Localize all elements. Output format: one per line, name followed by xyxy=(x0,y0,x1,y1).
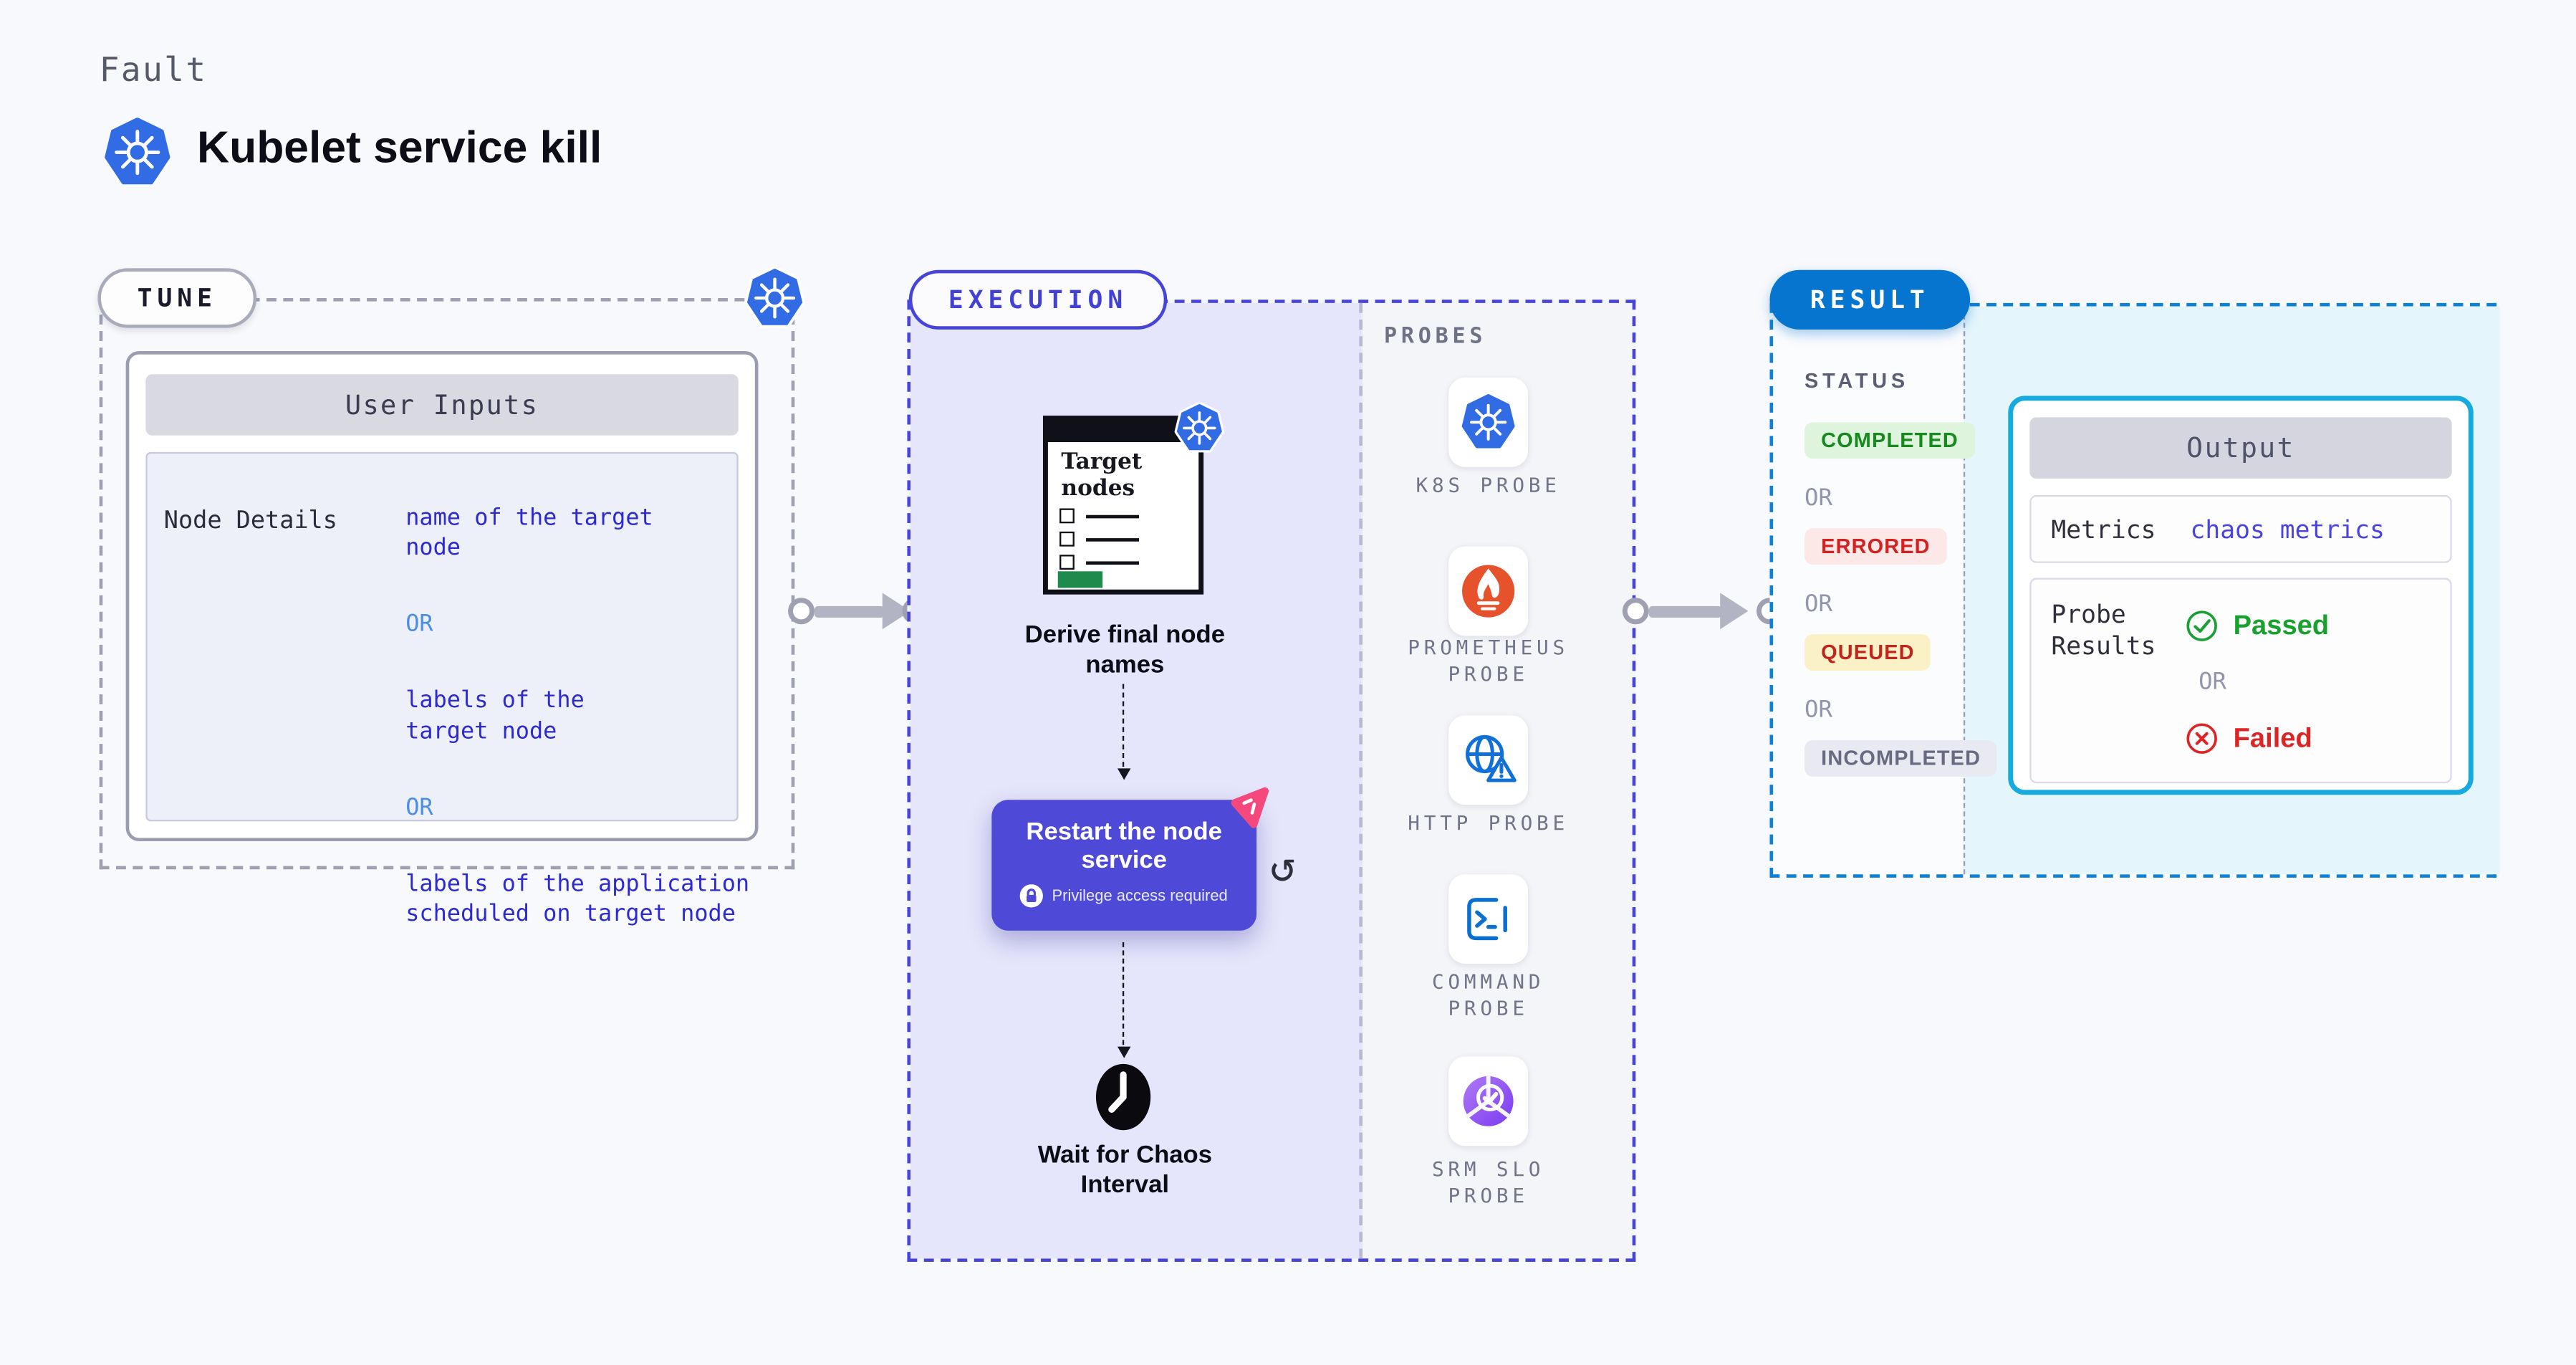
flow-dotted-line xyxy=(1122,942,1125,1045)
lock-icon xyxy=(1020,884,1044,908)
connector-arrowhead xyxy=(1720,592,1749,629)
privilege-note-label: Privilege access required xyxy=(1052,886,1228,905)
status-badge-queued: QUEUED xyxy=(1804,634,1931,671)
output-title: Output xyxy=(2186,432,2295,464)
user-inputs-title: User Inputs xyxy=(345,389,539,421)
status-title: STATUS xyxy=(1804,369,1910,393)
checkbox-row xyxy=(1059,555,1140,570)
output-card: Output Metrics chaos metrics Probe Resul… xyxy=(2008,396,2474,795)
prometheus-icon xyxy=(1462,565,1515,618)
chaos-pinwheel-icon xyxy=(1231,787,1269,828)
restart-node-service-card: Restart the node service Privilege acces… xyxy=(991,800,1257,931)
failed-label: Failed xyxy=(2233,722,2312,753)
status-badge-incompleted: INCOMPLETED xyxy=(1804,740,1998,777)
list-line xyxy=(1086,514,1140,518)
probe-label: PROMETHEUS PROBE xyxy=(1408,636,1570,685)
probe-card-k8s xyxy=(1448,377,1529,467)
list-line xyxy=(1086,560,1140,564)
metrics-value: chaos metrics xyxy=(2190,514,2385,545)
node-details-label: Node Details xyxy=(163,508,337,535)
list-line xyxy=(1086,537,1140,541)
execution-badge: EXECUTION xyxy=(908,269,1168,330)
probe-label: HTTP PROBE xyxy=(1408,811,1570,835)
checkbox-icon xyxy=(1059,531,1075,547)
or-label: OR xyxy=(1804,696,1833,724)
checkbox-row xyxy=(1059,508,1140,524)
clock-icon xyxy=(1095,1063,1151,1131)
status-badge-errored: ERRORED xyxy=(1804,528,1947,565)
or-label: OR xyxy=(2198,669,2227,696)
tune-badge: TUNE xyxy=(97,268,257,328)
or-label: OR xyxy=(405,794,433,821)
kubernetes-icon xyxy=(1174,402,1225,453)
flow-dotted-line xyxy=(1122,684,1125,767)
kubernetes-icon xyxy=(1461,394,1515,449)
status-badge-completed: COMPLETED xyxy=(1804,422,1976,459)
result-section: Output Metrics chaos metrics Probe Resul… xyxy=(1769,302,2500,878)
tune-section xyxy=(99,297,795,870)
tune-badge-label: TUNE xyxy=(137,283,217,313)
node-details-values: name of the target node OR labels of the… xyxy=(405,472,769,976)
node-details-value: labels of the application scheduled on t… xyxy=(405,870,750,928)
metrics-row: Metrics chaos metrics xyxy=(2029,495,2452,563)
user-inputs-card: User Inputs Node Details name of the tar… xyxy=(125,350,759,927)
result-badge-label: RESULT xyxy=(1810,284,1930,315)
checkbox-icon xyxy=(1059,508,1075,524)
connector-dot xyxy=(1622,598,1649,625)
connector-arrow xyxy=(1648,605,1722,617)
srm-slo-icon xyxy=(1463,1075,1514,1126)
x-circle-icon xyxy=(2186,723,2217,754)
or-label: OR xyxy=(405,610,433,638)
execution-section: Target nodes Derive final node names Res… xyxy=(907,300,1636,1263)
restart-card-title: Restart the node service xyxy=(1026,818,1222,875)
page-title: Kubelet service kill xyxy=(197,123,602,173)
probe-failed: Failed xyxy=(2186,722,2312,755)
target-card-title: Target nodes xyxy=(1061,449,1143,502)
checkbox-row xyxy=(1059,531,1140,547)
terminal-icon xyxy=(1467,898,1507,941)
kubernetes-icon xyxy=(105,118,170,185)
probe-label: K8S PROBE xyxy=(1416,473,1561,497)
wait-chaos-interval-step: Wait for Chaos Interval xyxy=(1037,1141,1213,1199)
probe-card-prometheus xyxy=(1448,546,1529,636)
passed-label: Passed xyxy=(2233,610,2330,641)
probe-label: SRM SLO PROBE xyxy=(1431,1157,1545,1207)
target-nodes-card: Target nodes xyxy=(1042,416,1204,595)
probes-divider xyxy=(1359,302,1363,1259)
or-label: OR xyxy=(1804,591,1833,618)
user-inputs-header: User Inputs xyxy=(145,374,739,436)
fault-eyebrow: Fault xyxy=(99,49,208,90)
reload-icon: ↺ xyxy=(1269,843,1296,893)
flow-arrowhead xyxy=(1116,1046,1130,1058)
output-header: Output xyxy=(2029,417,2452,479)
connector-arrow xyxy=(814,605,885,617)
target-card-titlebar xyxy=(1046,418,1201,443)
green-button-shape xyxy=(1057,571,1103,588)
result-output-panel: Output Metrics chaos metrics Probe Resul… xyxy=(1963,306,2500,875)
kubernetes-icon xyxy=(744,267,806,328)
result-badge: RESULT xyxy=(1769,269,1971,330)
probe-results-row: Probe Results Passed OR xyxy=(2029,578,2452,784)
node-details-value: labels of the target node xyxy=(405,687,585,744)
or-label: OR xyxy=(1804,485,1833,512)
probe-passed: Passed xyxy=(2186,609,2330,642)
node-details-box: Node Details name of the target node OR … xyxy=(145,451,749,927)
execution-badge-label: EXECUTION xyxy=(948,284,1128,315)
connector-dot xyxy=(788,598,815,625)
check-circle-icon xyxy=(2186,610,2217,641)
http-globe-warning-icon xyxy=(1466,734,1517,782)
probe-results-label: Probe Results xyxy=(2051,599,2156,661)
privilege-note: Privilege access required xyxy=(991,884,1256,908)
probe-card-srm-slo xyxy=(1448,1056,1529,1146)
probe-card-http xyxy=(1448,715,1529,805)
checkbox-icon xyxy=(1059,555,1075,570)
node-details-value: name of the target node xyxy=(405,504,653,562)
flow-arrowhead xyxy=(1116,768,1130,780)
metrics-label: Metrics xyxy=(2051,514,2156,545)
probe-card-command xyxy=(1448,874,1529,964)
probes-title: PROBES xyxy=(1384,324,1487,350)
derive-node-names-step: Derive final node names xyxy=(1024,621,1226,679)
probe-label: COMMAND PROBE xyxy=(1431,970,1545,1020)
